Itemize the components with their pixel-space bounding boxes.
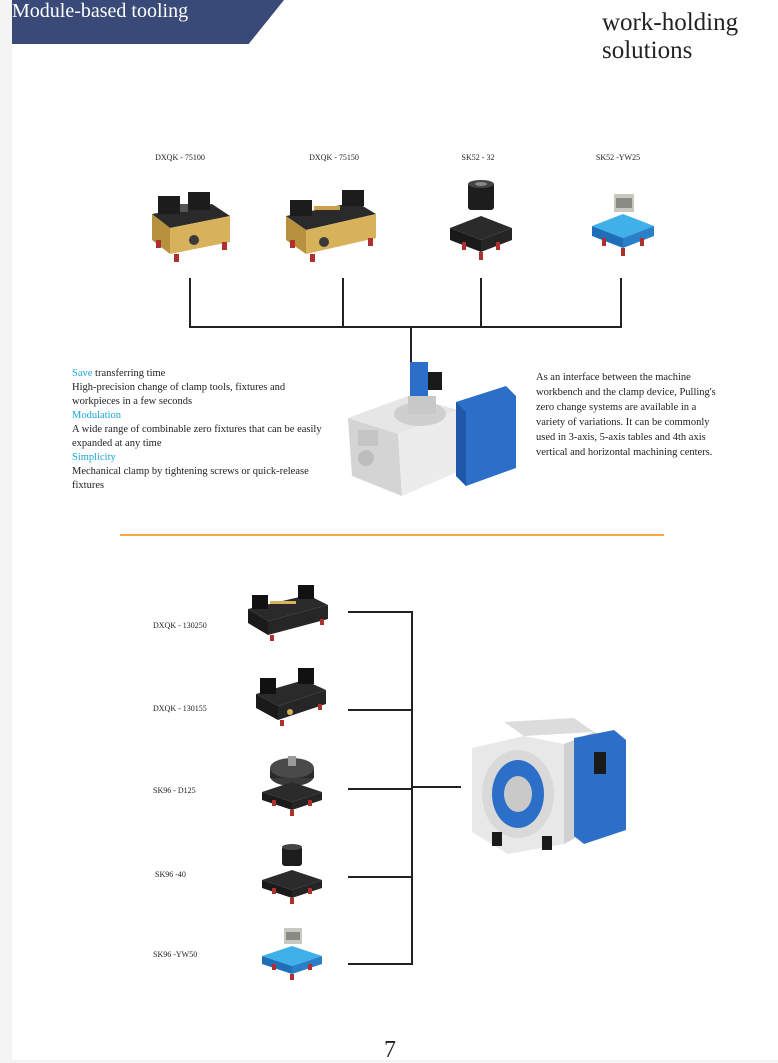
black-chuck-icon [446, 178, 516, 262]
bottom-product-label: SK96 -40 [155, 870, 186, 879]
blue-mini-vise-icon [260, 924, 324, 982]
bottom-product-label: DXQK - 130250 [153, 621, 207, 630]
feature-highlight: Save [72, 368, 93, 379]
feature-highlight: Simplicity [72, 452, 116, 463]
description-text: As an interface between the machine work… [536, 372, 716, 458]
feature-body: A wide range of combinable zero fixtures… [72, 424, 322, 449]
feature-list: Save transferring time High-precision ch… [72, 367, 322, 493]
feature-heading-rest: transferring time [92, 368, 166, 379]
connector-line [410, 326, 412, 374]
feature-heading: Simplicity [72, 451, 322, 465]
feature-body: High-precision change of clamp tools, fi… [72, 382, 286, 407]
rotary-table-icon [338, 358, 528, 508]
black-vise-icon [254, 666, 328, 728]
connector-line [480, 278, 482, 327]
connector-line [411, 611, 413, 965]
top-product-label: SK52 - 32 [461, 153, 495, 162]
connector-line [348, 788, 412, 790]
connector-line [348, 709, 412, 711]
top-product-label: DXQK - 75150 [309, 153, 359, 162]
feature-heading: Save transferring time [72, 367, 322, 381]
feature-highlight: Modulation [72, 410, 121, 421]
bottom-product-label: SK96 - D125 [153, 786, 196, 795]
top-product-label: DXQK - 75100 [155, 153, 205, 162]
three-jaw-chuck-icon [260, 754, 324, 816]
banner-title: Module-based tooling [12, 0, 189, 22]
bottom-product-label: SK96 -YW50 [153, 950, 198, 959]
page: Module-based tooling work-holding soluti… [12, 0, 778, 1063]
connector-line [189, 278, 191, 327]
section-divider [120, 534, 664, 536]
connector-line [189, 326, 622, 328]
feature-body: Mechanical clamp by tightening screws or… [72, 466, 309, 491]
page-heading: work-holding solutions [602, 9, 739, 64]
connector-line [620, 278, 622, 327]
gold-vise-long-icon [280, 184, 380, 264]
header-banner [12, 0, 284, 44]
black-chuck-icon [260, 842, 324, 906]
black-vise-long-icon [246, 583, 330, 643]
blue-mini-vise-icon [588, 188, 658, 260]
connector-line [342, 278, 344, 327]
feature-heading: Modulation [72, 409, 322, 423]
connector-line [348, 611, 412, 613]
rotary-table-large-icon [464, 712, 634, 862]
connector-line [348, 876, 412, 878]
gold-vise-icon [144, 184, 234, 264]
connector-line [348, 963, 412, 965]
bottom-product-label: DXQK - 130155 [153, 704, 207, 713]
connector-line [411, 786, 461, 788]
top-product-label: SK52 -YW25 [595, 153, 641, 162]
page-number: 7 [384, 1037, 396, 1063]
